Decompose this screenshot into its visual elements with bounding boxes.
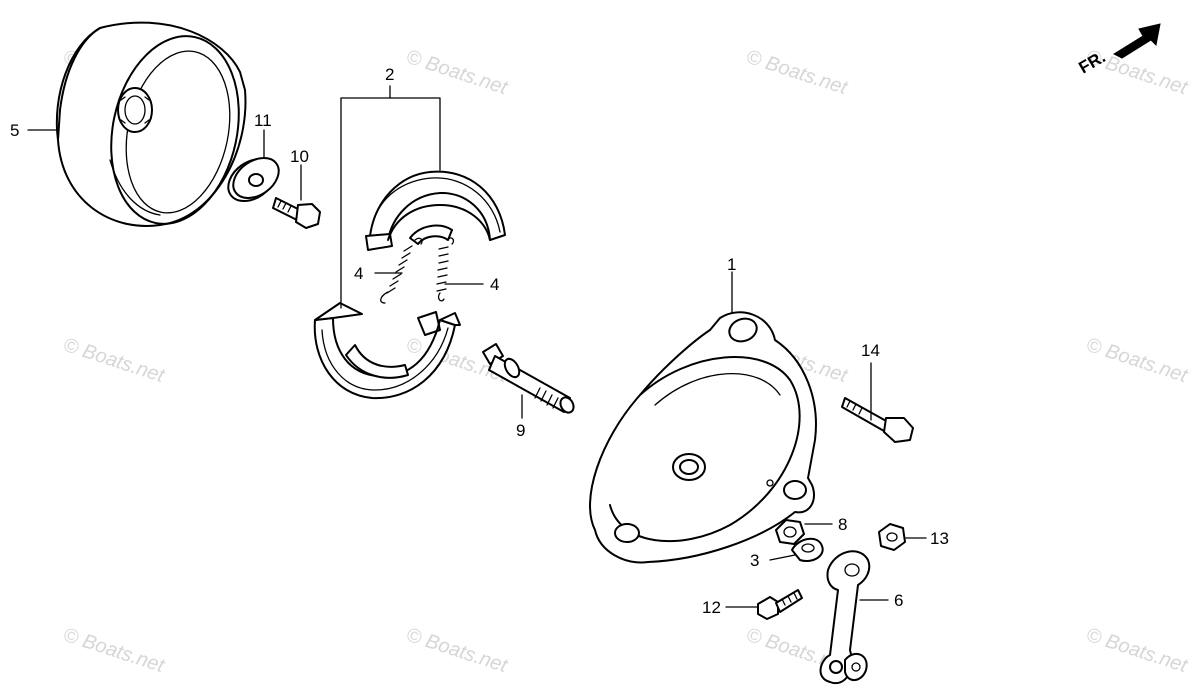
part-bolt-12 — [757, 589, 803, 620]
callout-5: 5 — [10, 121, 19, 140]
watermark-text: © Boats.net — [403, 46, 511, 100]
part-brake-arm — [819, 550, 871, 685]
callout-14: 14 — [861, 341, 880, 360]
part-brake-cam — [482, 343, 575, 414]
callout-13: 13 — [930, 529, 949, 548]
callout-10: 10 — [290, 147, 309, 166]
watermark-text: © Boats.net — [60, 334, 168, 388]
callout-11: 11 — [254, 111, 272, 130]
callout-4-right: 4 — [490, 275, 499, 294]
callout-9: 9 — [516, 421, 525, 440]
part-brake-shoe-upper — [365, 170, 506, 251]
front-arrow-icon — [1112, 23, 1161, 59]
callouts: 1 2 3 4 4 5 6 8 9 10 11 12 13 14 — [10, 65, 949, 617]
watermark-text: © Boats.net — [743, 46, 851, 100]
callout-2: 2 — [385, 65, 394, 84]
part-bolt-small — [272, 197, 321, 229]
part-washer — [227, 157, 280, 202]
part-nut-8 — [775, 519, 805, 545]
part-brake-shoe-lower — [313, 302, 461, 400]
part-bolt-long — [841, 397, 914, 443]
callout-3: 3 — [750, 551, 759, 570]
leader-lines — [27, 85, 927, 608]
watermark-text: © Boats.net — [1083, 334, 1191, 388]
part-nut-13 — [878, 523, 906, 551]
part-brake-panel — [589, 311, 817, 564]
watermark-text: © Boats.net — [60, 624, 168, 678]
part-spring-right — [436, 237, 455, 302]
callout-12: 12 — [702, 598, 721, 617]
watermark-text: © Boats.net — [403, 624, 511, 678]
callout-4-left: 4 — [354, 264, 363, 283]
callout-6: 6 — [894, 591, 903, 610]
watermark-text: © Boats.net — [1083, 624, 1191, 678]
part-wear-indicator — [791, 537, 824, 562]
part-spring-left — [380, 237, 423, 304]
callout-1: 1 — [727, 255, 736, 274]
callout-8: 8 — [838, 515, 847, 534]
part-brake-drum — [55, 21, 247, 227]
